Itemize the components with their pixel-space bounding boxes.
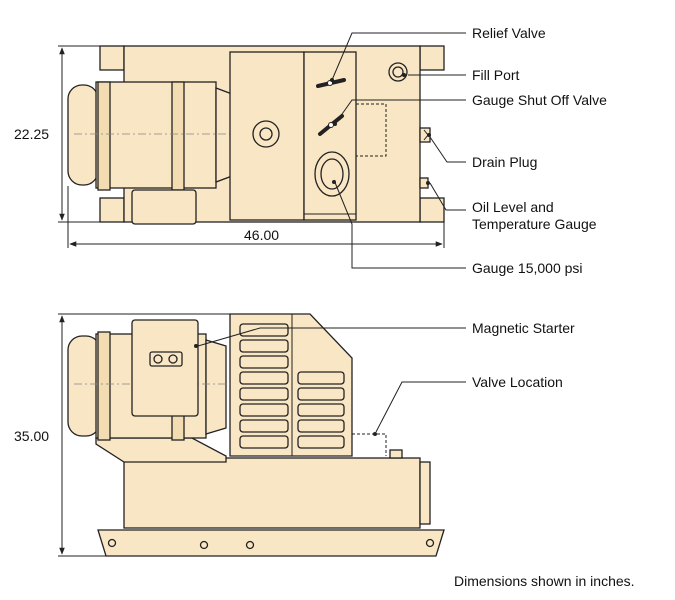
valve-location-leader <box>375 381 466 433</box>
side-motor-mount <box>95 437 227 463</box>
vent <box>297 403 345 417</box>
top-pump-shaft-inner <box>259 127 273 141</box>
side-height-dimension: 35.00 <box>14 428 49 444</box>
base-bolt <box>425 538 435 548</box>
vent <box>239 355 289 369</box>
valve-location-leader-dot <box>373 432 377 436</box>
top-width-dimension: 46.00 <box>244 227 279 243</box>
top-motor-endcap <box>67 84 99 186</box>
gauge-shutoff-leader <box>334 99 466 125</box>
top-skid-left-lower <box>99 197 125 223</box>
top-skid-right-lower <box>419 197 445 223</box>
vent <box>239 419 289 433</box>
vent <box>297 371 345 385</box>
magnetic-starter-leader-dot <box>194 344 198 348</box>
top-motor-band-2 <box>171 81 185 191</box>
gauge-shutoff-leader-dot <box>333 122 337 126</box>
oil-level-leader-dot <box>426 181 430 185</box>
top-skid-right-upper <box>419 45 445 71</box>
side-reservoir <box>123 457 421 529</box>
relief-valve-leader <box>331 32 466 81</box>
vent <box>239 371 289 385</box>
starter-button-start <box>153 354 163 364</box>
top-hidden-valve <box>356 103 387 157</box>
starter-button-stop <box>168 354 178 364</box>
drain-plug-leader <box>429 136 466 163</box>
relief-valve-label: Relief Valve <box>472 25 546 41</box>
valve-location-label: Valve Location <box>472 374 563 390</box>
side-vents-right <box>297 371 345 449</box>
magnetic-starter-leader <box>197 327 466 347</box>
drain-plug-leader-dot <box>427 133 431 137</box>
top-skid-left-upper <box>99 45 125 71</box>
fill-port-label: Fill Port <box>472 67 520 83</box>
side-view: 35.00 Magnetic Starter Valve Location <box>14 313 575 557</box>
fill-port-inner <box>392 66 404 78</box>
magnetic-starter-box <box>131 319 199 417</box>
vent <box>239 339 289 353</box>
pressure-gauge-face <box>320 158 344 190</box>
vent <box>239 435 289 449</box>
drain-plug-label: Drain Plug <box>472 154 537 170</box>
gauge-label: Gauge 15,000 psi <box>472 260 583 276</box>
side-hidden-valve <box>352 433 387 456</box>
vent <box>239 403 289 417</box>
top-motor-body <box>95 81 217 189</box>
side-motor-coupling <box>205 339 227 435</box>
vent <box>239 387 289 401</box>
vent <box>239 323 289 337</box>
side-base-rail <box>97 529 445 557</box>
gauge-shutoff-label: Gauge Shut Off Valve <box>472 92 607 108</box>
units-footnote: Dimensions shown in inches. <box>454 573 635 589</box>
side-reservoir-fitting <box>419 461 431 525</box>
relief-valve-leader-dot <box>330 78 334 82</box>
vent <box>297 419 345 433</box>
oil-level-leader <box>429 182 466 211</box>
fill-port-leader-dot <box>402 73 406 77</box>
side-vents-left <box>239 323 289 449</box>
vent <box>297 387 345 401</box>
vent <box>297 435 345 449</box>
top-starter-box <box>131 189 197 225</box>
magnetic-starter-label: Magnetic Starter <box>472 320 575 336</box>
base-bolt <box>245 540 255 550</box>
gauge-leader-dot <box>332 180 336 184</box>
oil-level-label-line2: Temperature Gauge <box>472 216 597 232</box>
top-motor-band-1 <box>97 81 111 191</box>
base-bolt <box>107 538 117 548</box>
side-motor-endcap <box>67 335 101 437</box>
gauge-leader <box>333 179 466 269</box>
top-view: 22.25 46.00 Relief Valve Fill Port Gauge… <box>14 25 607 276</box>
top-height-dimension: 22.25 <box>14 126 49 142</box>
oil-level-label-line1: Oil Level and <box>472 199 554 215</box>
base-bolt <box>199 540 209 550</box>
side-fill-port <box>389 449 403 459</box>
gauge-shutoff-knob <box>328 122 334 128</box>
side-motor-band-1 <box>97 331 111 441</box>
